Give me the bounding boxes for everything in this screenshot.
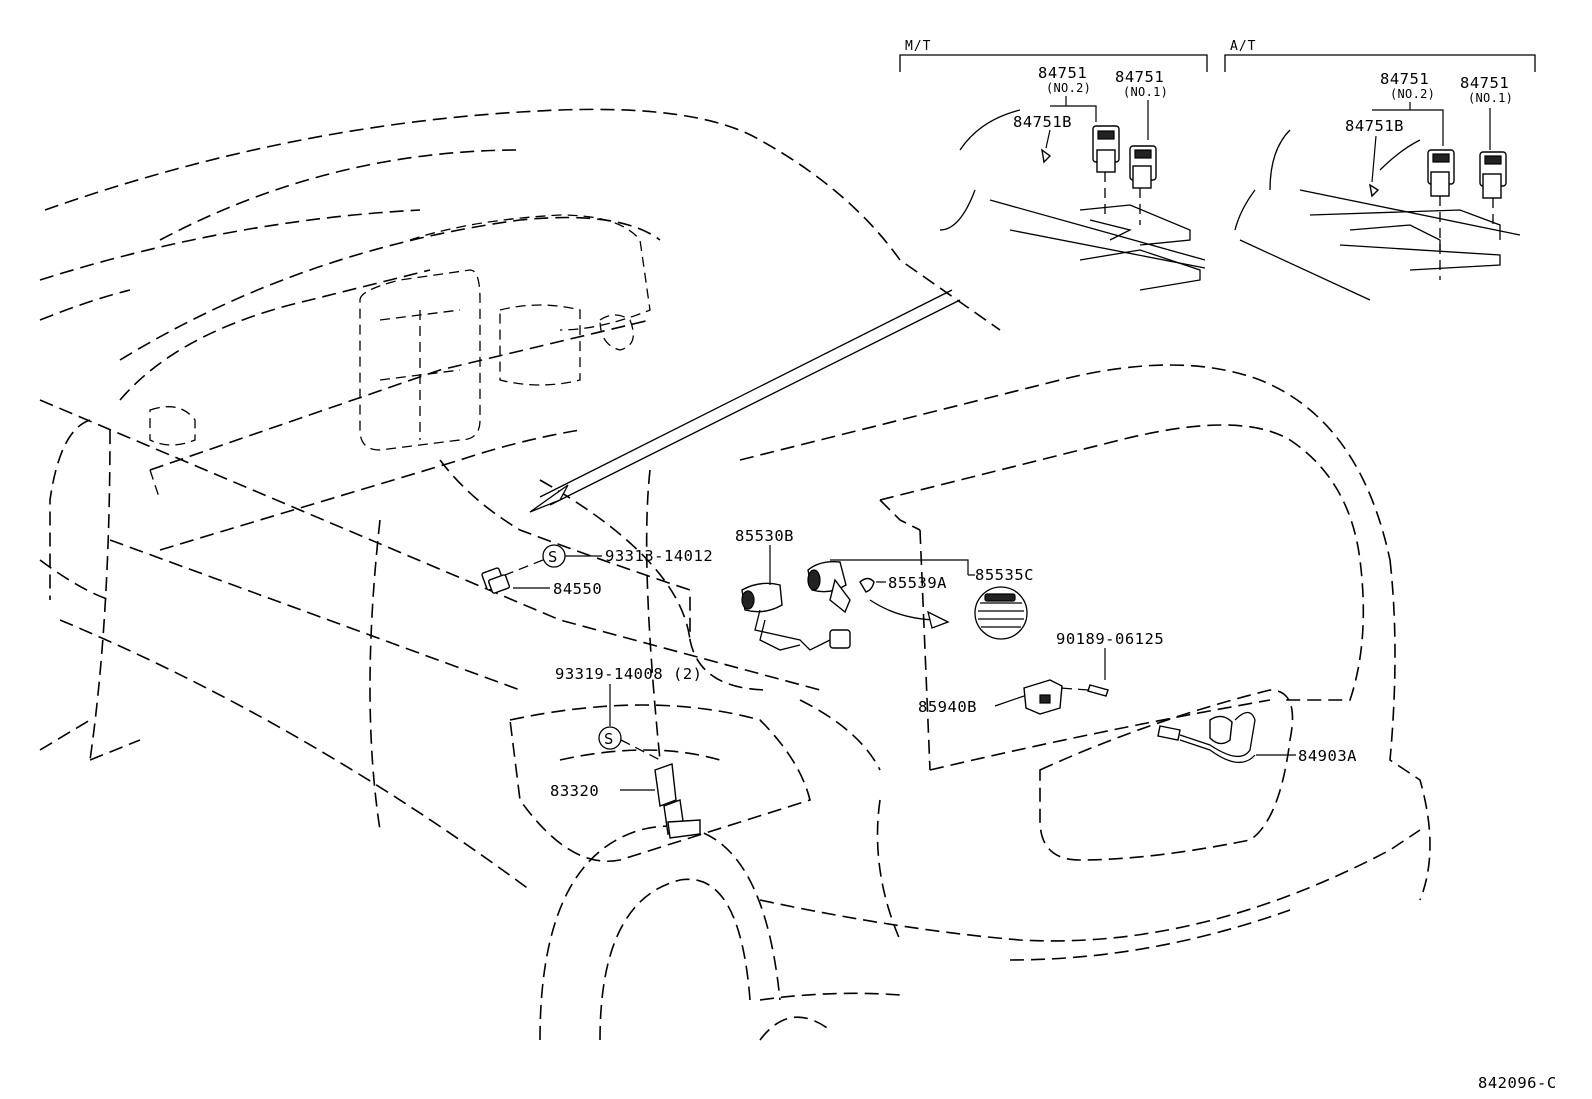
label-no1-mt: (NO.1) [1123, 85, 1168, 99]
clip-icon-at [1369, 183, 1380, 198]
label-85535c: 85535C [975, 566, 1034, 584]
screw-93313: S 93313-14012 [504, 544, 713, 576]
lamp-lens-icon [974, 586, 1028, 640]
label-93319: 93319-14008 (2) [555, 665, 702, 683]
part-83320: 83320 [550, 763, 701, 839]
inset-mt-header: M/T [905, 39, 931, 54]
part-85530b: 85530B [735, 527, 851, 651]
label-no2-mt: (NO.2) [1046, 81, 1091, 95]
screw-90189: 90189-06125 [1056, 630, 1164, 697]
clip-icon-mt [1041, 148, 1052, 164]
label-84751-no2-at: 84751 [1380, 70, 1429, 88]
part-84903a: 84903A [1157, 711, 1357, 765]
label-84751b-mt: 84751B [1013, 113, 1072, 131]
label-93313: 93313-14012 [605, 547, 713, 565]
switch-no1-at [1479, 151, 1507, 199]
s-symbol-1: S [548, 548, 558, 566]
s-symbol-icon-2 [598, 726, 622, 750]
inset-at-header: A/T [1230, 39, 1256, 54]
label-84751b-at: 84751B [1345, 117, 1404, 135]
diagram-id: 842096-C [1478, 1074, 1557, 1092]
switch-no2-at [1427, 149, 1455, 197]
label-84903a: 84903A [1298, 747, 1357, 765]
label-90189: 90189-06125 [1056, 630, 1164, 648]
dashboard-outline [149, 214, 651, 501]
part-85535c: 85535C [807, 559, 1034, 614]
switch-no1-mt [1129, 145, 1157, 189]
part-84550: 84550 [481, 567, 602, 598]
vehicle-body-outline [39, 108, 1431, 1041]
part-85539a: 85539A [859, 574, 950, 629]
inset-mt: M/T 84751 (NO.2) 84751 (NO.1) 84751B [899, 39, 1208, 291]
label-85539a: 85539A [888, 574, 947, 592]
label-84751-no1-at: 84751 [1460, 74, 1509, 92]
s-symbol-2: S [604, 730, 614, 748]
screw-93319: 93319-14008 (2) S [555, 665, 702, 761]
label-84751-no1-mt: 84751 [1115, 68, 1164, 86]
part-85940b: 85940B [918, 679, 1063, 716]
label-no1-at: (NO.1) [1468, 91, 1513, 105]
label-84550: 84550 [553, 580, 602, 598]
label-83320: 83320 [550, 782, 599, 800]
label-85940b: 85940B [918, 698, 977, 716]
label-84751-no2-mt: 84751 [1038, 64, 1087, 82]
label-85530b: 85530B [735, 527, 794, 545]
pointer-arrow [529, 289, 961, 513]
inset-at: A/T 84751 (NO.2) 84751 (NO.1) 84751B [1224, 39, 1536, 301]
label-no2-at: (NO.2) [1390, 87, 1435, 101]
switch-no2-mt [1092, 125, 1120, 173]
